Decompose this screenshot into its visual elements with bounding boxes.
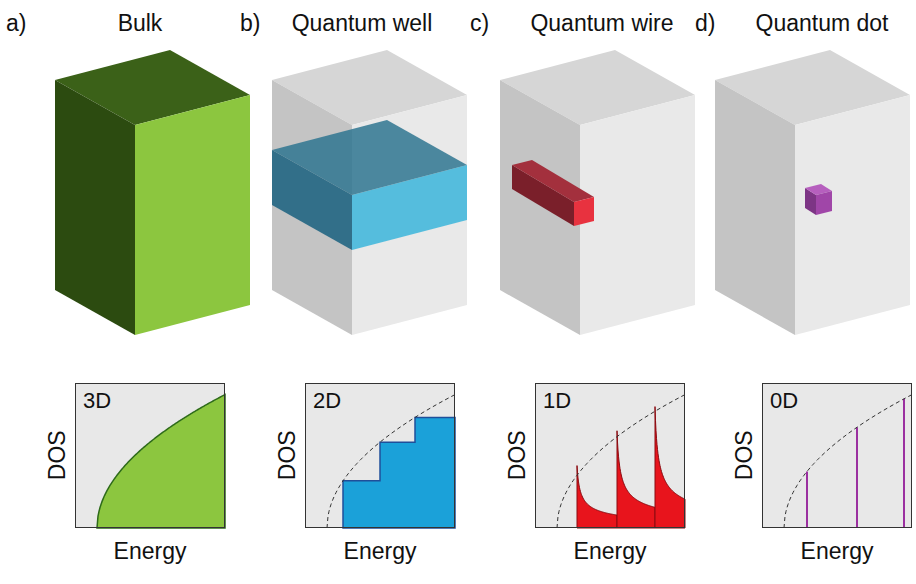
- dos-plot: [75, 383, 225, 528]
- well-slab-top: [272, 120, 467, 195]
- host-cube-front: [795, 95, 910, 335]
- axis-label: Energy: [344, 538, 417, 564]
- axis-label: DOS: [504, 431, 530, 481]
- host-cube-front: [580, 95, 695, 335]
- dos-plot: [535, 383, 685, 528]
- dimension-tag: 3D: [83, 388, 111, 414]
- panel-title: Quantum wire: [530, 10, 673, 36]
- dimension-tag: 0D: [770, 388, 798, 414]
- plot-group: [75, 383, 912, 528]
- dos-0d-line: [903, 399, 905, 528]
- plot-background: [305, 383, 455, 528]
- axis-label: Energy: [574, 538, 647, 564]
- dos-3d-curve: [97, 395, 225, 528]
- dot-cube-end: [816, 191, 832, 215]
- host-cube-side: [500, 80, 580, 335]
- bulk-reference-curve: [784, 395, 912, 528]
- cube-group: [55, 50, 910, 335]
- bulk-cube-side: [55, 80, 135, 335]
- panel-title: Bulk: [118, 10, 163, 36]
- dimension-tag: 1D: [543, 388, 571, 414]
- wire-bar-top: [512, 160, 594, 202]
- host-cube-side: [715, 80, 795, 335]
- axis-label: DOS: [731, 431, 757, 481]
- bulk-reference-curve: [327, 395, 455, 528]
- dos-1d-spike: [655, 407, 685, 528]
- bulk-cube-front: [135, 95, 250, 335]
- dos-plot: [762, 383, 912, 528]
- dos-plot: [305, 383, 455, 528]
- panel-letter: b): [240, 10, 260, 36]
- panel-title: Quantum dot: [756, 10, 889, 36]
- dos-frame: 1D: [535, 383, 685, 528]
- dos-frame: 0D: [762, 383, 912, 528]
- axis-label: Energy: [801, 538, 874, 564]
- dos-0d-line: [806, 471, 808, 528]
- panel-title: Quantum well: [292, 10, 433, 36]
- axis-label: DOS: [44, 431, 70, 481]
- dimension-tag: 2D: [313, 388, 341, 414]
- dos-0d-line: [856, 427, 858, 528]
- dos-1d-spike: [617, 431, 655, 528]
- dos-frame: 3D: [75, 383, 225, 528]
- wire-bar-end: [574, 197, 594, 226]
- plot-background: [535, 383, 685, 528]
- panel-letter: c): [470, 10, 489, 36]
- dos-1d-spike: [577, 466, 617, 528]
- panel-letter: a): [6, 10, 26, 36]
- host-cube-side: [272, 80, 352, 335]
- dos-frame: 2D: [305, 383, 455, 528]
- plot-background: [762, 383, 912, 528]
- panel-letter: d): [695, 10, 715, 36]
- axis-label: DOS: [274, 431, 300, 481]
- bulk-reference-curve: [557, 395, 685, 528]
- axis-label: Energy: [114, 538, 187, 564]
- plot-background: [75, 383, 225, 528]
- dos-2d-steps: [343, 417, 455, 528]
